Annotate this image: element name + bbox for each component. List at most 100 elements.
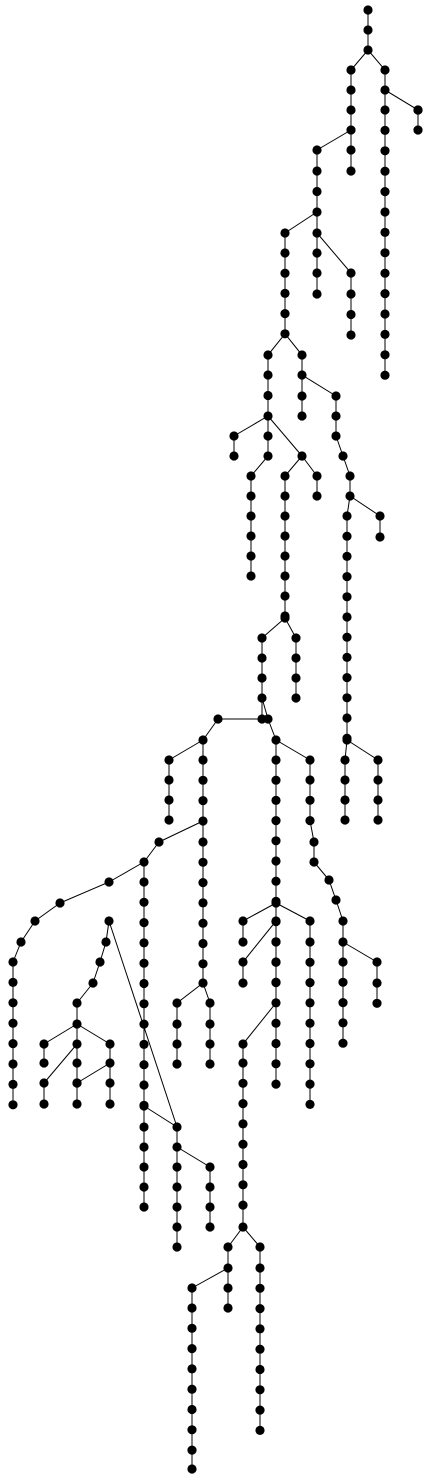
tree-edge xyxy=(168,739,204,761)
tree-node xyxy=(255,1385,265,1395)
tree-node xyxy=(380,227,390,237)
tree-node xyxy=(257,633,267,643)
tree-node xyxy=(338,451,348,461)
tree-edge xyxy=(191,1267,229,1289)
tree-node xyxy=(205,1222,215,1232)
tree-node xyxy=(139,1122,149,1132)
tree-node xyxy=(238,1078,248,1088)
tree-node xyxy=(246,491,256,501)
node-layer xyxy=(8,5,423,1474)
tree-node xyxy=(255,1425,265,1435)
tree-node xyxy=(88,978,98,988)
tree-node xyxy=(309,857,319,867)
tree-node xyxy=(340,815,350,825)
tree-node xyxy=(380,146,390,156)
tree-node xyxy=(297,391,307,401)
tree-node xyxy=(324,875,334,885)
tree-node xyxy=(305,998,315,1008)
tree-edge xyxy=(346,739,379,761)
tree-node xyxy=(205,1162,215,1172)
tree-node xyxy=(8,998,18,1008)
tree-node xyxy=(39,1078,49,1088)
tree-node xyxy=(246,531,256,541)
tree-node xyxy=(205,1202,215,1212)
tree-node xyxy=(223,1242,233,1252)
tree-node xyxy=(345,491,355,501)
tree-node xyxy=(331,431,341,441)
tree-node xyxy=(305,795,315,805)
tree-edge xyxy=(242,902,277,922)
tree-node xyxy=(342,511,352,521)
tree-node xyxy=(346,166,356,176)
tree-node xyxy=(198,775,208,785)
tree-node xyxy=(280,329,290,339)
tree-node xyxy=(205,1059,215,1069)
tree-node xyxy=(229,431,239,441)
tree-node xyxy=(346,268,356,278)
tree-node xyxy=(363,45,373,55)
tree-node xyxy=(380,248,390,258)
tree-node xyxy=(280,591,290,601)
tree-node xyxy=(164,815,174,825)
tree-node xyxy=(305,937,315,947)
edge-layer xyxy=(12,10,419,1469)
tree-edge xyxy=(275,739,311,761)
tree-node xyxy=(363,5,373,15)
tree-node xyxy=(291,673,301,683)
tree-node xyxy=(263,370,273,380)
tree-node xyxy=(139,1019,149,1029)
tree-node xyxy=(280,531,290,541)
tree-node xyxy=(338,1038,348,1048)
tree-node xyxy=(229,451,239,461)
tree-node xyxy=(255,1304,265,1314)
tree-edge xyxy=(76,1062,111,1084)
tree-node xyxy=(312,491,322,501)
tree-edge xyxy=(384,89,419,111)
tree-node xyxy=(340,755,350,765)
tree-node xyxy=(346,105,356,115)
tree-node xyxy=(380,329,390,339)
tree-node xyxy=(280,288,290,298)
tree-node xyxy=(139,938,149,948)
tree-node xyxy=(380,187,390,197)
tree-node xyxy=(139,1039,149,1049)
tree-node xyxy=(338,957,348,967)
tree-node xyxy=(342,673,352,683)
tree-node xyxy=(271,1079,281,1089)
tree-node xyxy=(187,1344,197,1354)
tree-node xyxy=(238,1099,248,1109)
tree-node xyxy=(280,309,290,319)
tree-node xyxy=(257,653,267,663)
tree-node xyxy=(172,998,182,1008)
tree-node xyxy=(238,978,248,988)
tree-node xyxy=(16,937,26,947)
tree-node xyxy=(139,857,149,867)
tree-node xyxy=(187,1364,197,1374)
tree-node xyxy=(187,1283,197,1293)
tree-node xyxy=(373,755,383,765)
tree-node xyxy=(238,916,248,926)
tree-node xyxy=(291,653,301,663)
tree-node xyxy=(187,1425,197,1435)
tree-node xyxy=(263,451,273,461)
tree-node xyxy=(263,390,273,401)
tree-node xyxy=(105,1099,115,1109)
tree-node xyxy=(172,1039,182,1049)
tree-node xyxy=(372,978,382,988)
tree-node xyxy=(246,551,256,561)
tree-node xyxy=(8,1059,18,1069)
tree-node xyxy=(280,248,290,258)
tree-node xyxy=(263,714,273,724)
tree-node xyxy=(246,511,256,521)
tree-node xyxy=(312,268,322,278)
tree-node xyxy=(164,755,174,765)
tree-node xyxy=(342,551,352,562)
tree-node xyxy=(164,795,174,805)
tree-edge xyxy=(76,1023,111,1045)
tree-edge xyxy=(176,1146,211,1168)
tree-node xyxy=(30,916,40,926)
tree-node xyxy=(198,755,208,765)
tree-node xyxy=(380,289,390,299)
tree-node xyxy=(238,937,248,947)
tree-node xyxy=(271,898,281,908)
